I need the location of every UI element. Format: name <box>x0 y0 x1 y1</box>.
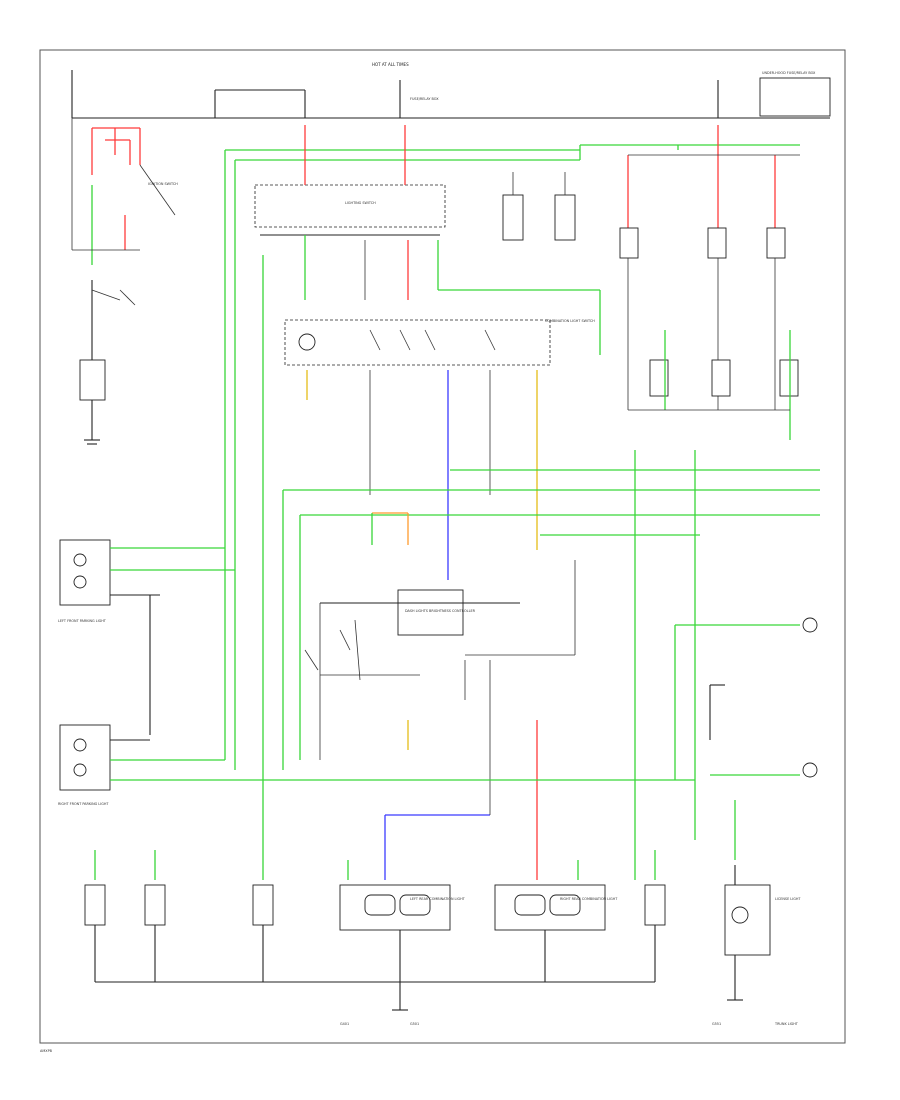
combination-switch-block: COMBINATION LIGHT SWITCH <box>284 319 595 580</box>
top-power-bus: HOT AT ALL TIMES FUSE/RELAY BOX UNDER-HO… <box>71 62 831 119</box>
trunk-label: TRUNK LIGHT <box>774 1022 799 1026</box>
bottom-lamp-row: LEFT REAR COMBINATION LIGHT RIGHT REAR C… <box>84 770 666 1026</box>
right-relays <box>502 125 800 440</box>
lighting-switch-block: LIGHTING SWITCH <box>254 125 601 770</box>
corner-code: AMXPB <box>40 1049 53 1053</box>
ground-left-label: G401 <box>340 1022 349 1026</box>
right-rear-label: RIGHT REAR COMBINATION LIGHT <box>560 897 618 901</box>
ignition-switch-label: IGNITION SWITCH <box>148 182 178 186</box>
ground-right-label: G501 <box>410 1022 419 1026</box>
left-rear-label: LEFT REAR COMBINATION LIGHT <box>410 897 466 901</box>
dash-switch-label: DASH LIGHTS BRIGHTNESS CONTROLLER <box>405 609 476 613</box>
middle-green-buses <box>282 450 820 880</box>
ignition-section: IGNITION SWITCH <box>71 118 178 445</box>
under-hood-box-label: UNDER-HOOD FUSE/RELAY BOX <box>762 71 816 75</box>
right-lamps <box>674 617 818 860</box>
dash-lights-controller: DASH LIGHTS BRIGHTNESS CONTROLLER <box>304 512 576 880</box>
license-label: LICENSE LIGHT <box>775 897 801 901</box>
ground-a-label: G551 <box>712 1022 721 1026</box>
lighting-switch-label: LIGHTING SWITCH <box>345 201 376 205</box>
left-front-label: LEFT FRONT PARKING LIGHT <box>58 619 107 623</box>
right-front-label: RIGHT FRONT PARKING LIGHT <box>58 802 109 806</box>
combination-switch-label: COMBINATION LIGHT SWITCH <box>545 319 595 323</box>
hot-at-all-times-label: HOT AT ALL TIMES <box>372 62 409 67</box>
diagram-border <box>39 49 846 1044</box>
green-power-wires <box>224 144 800 770</box>
fuse-relay-label: FUSE/RELAY BOX <box>410 97 439 101</box>
left-parking-lights: LEFT FRONT PARKING LIGHT RIGHT FRONT PAR… <box>58 539 695 806</box>
trunk-license: LICENSE LIGHT TRUNK LIGHT G551 <box>712 865 801 1026</box>
